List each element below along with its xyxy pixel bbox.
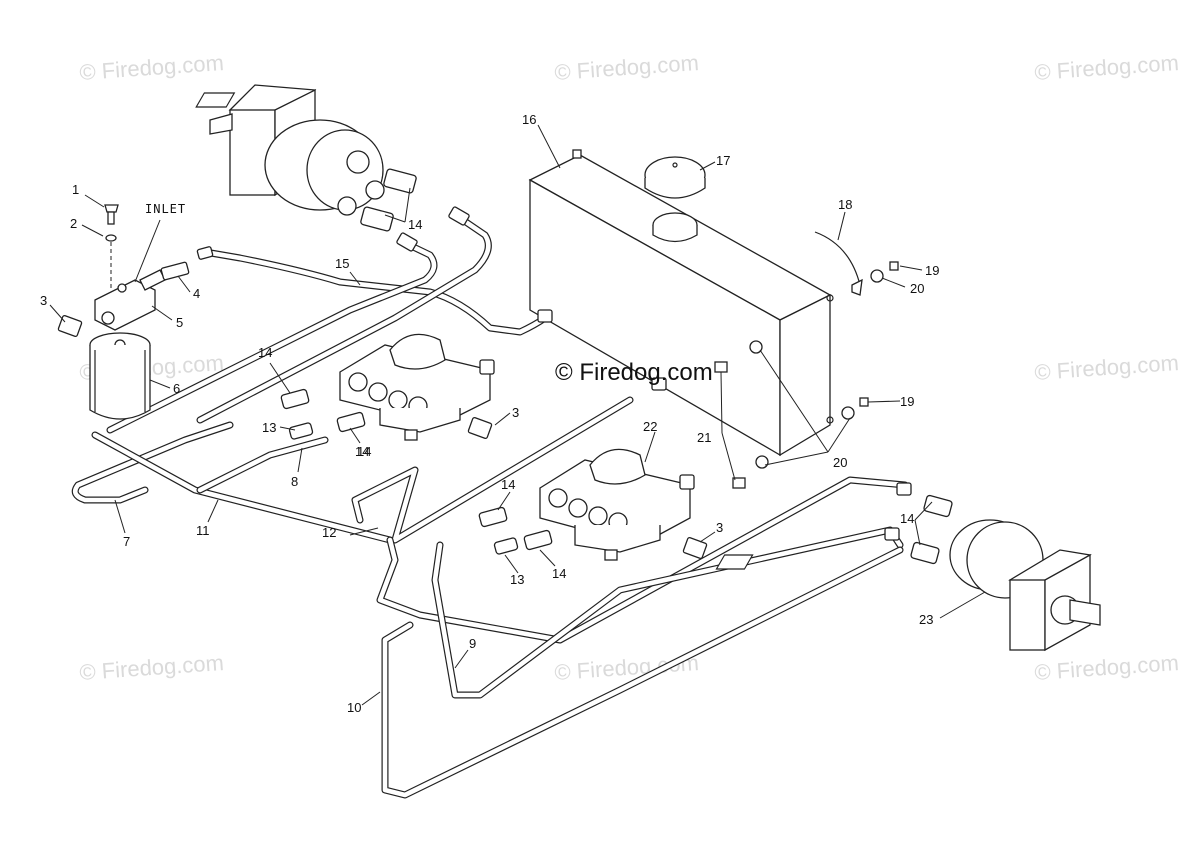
top-hydraulic-motor <box>195 84 385 216</box>
callout-14: 14 <box>501 477 515 492</box>
callout-13: 13 <box>510 572 524 587</box>
callout-22: 22 <box>643 419 657 434</box>
callout-17: 17 <box>716 153 730 168</box>
valve-fittings <box>280 388 708 560</box>
callout-14: 14 <box>900 511 914 526</box>
watermark: © Firedog.com <box>1034 350 1180 385</box>
callout-4: 4 <box>193 286 200 301</box>
callout-13: 13 <box>262 420 276 435</box>
center-watermark: © Firedog.com <box>555 359 713 386</box>
control-valve-upper <box>339 333 495 441</box>
callout-labels: 1 2 3 4 5 6 7 8 11 13 14 14 14 15 14 12 … <box>40 112 939 715</box>
callout-18: 18 <box>838 197 852 212</box>
watermark: © Firedog.com <box>554 50 700 85</box>
callout-23: 23 <box>919 612 933 627</box>
callout-8: 8 <box>291 474 298 489</box>
callout-leaders <box>49 124 986 706</box>
callout-14: 14 <box>258 345 272 360</box>
callout-2: 2 <box>70 216 77 231</box>
callout-6: 6 <box>173 381 180 396</box>
callout-12: 12 <box>322 525 336 540</box>
callout-15: 15 <box>335 256 349 271</box>
hydraulic-line <box>201 248 549 336</box>
watermark: © Firedog.com <box>79 650 225 685</box>
inlet-label: INLET <box>145 202 186 216</box>
hydraulic-line <box>91 431 394 544</box>
callout-14: 14 <box>357 444 371 459</box>
callout-20: 20 <box>833 455 847 470</box>
callout-9: 9 <box>469 636 476 651</box>
callout-20: 20 <box>910 281 924 296</box>
callout-14: 14 <box>552 566 566 581</box>
watermark: © Firedog.com <box>1034 50 1180 85</box>
callout-5: 5 <box>176 315 183 330</box>
callout-1: 1 <box>72 182 79 197</box>
hydraulic-tank <box>528 149 899 489</box>
callout-21: 21 <box>697 430 711 445</box>
callout-14: 14 <box>355 444 369 459</box>
callout-3: 3 <box>716 520 723 535</box>
callout-14: 14 <box>408 217 422 232</box>
callout-10: 10 <box>347 700 361 715</box>
filter-assembly <box>57 204 214 420</box>
fitting-14-top <box>360 168 470 252</box>
right-hydraulic-motor <box>715 482 1101 652</box>
callout-11: 11 <box>196 523 210 538</box>
callout-7: 7 <box>123 534 130 549</box>
watermark-layer: © Firedog.com © Firedog.com © Firedog.co… <box>79 50 1180 685</box>
callout-3: 3 <box>512 405 519 420</box>
control-valve-lower <box>539 448 695 561</box>
watermark: © Firedog.com <box>1034 650 1180 685</box>
watermark: © Firedog.com <box>79 50 225 85</box>
callout-19: 19 <box>900 394 914 409</box>
callout-3: 3 <box>40 293 47 308</box>
watermark: © Firedog.com <box>554 650 700 685</box>
callout-19: 19 <box>925 263 939 278</box>
callout-16: 16 <box>522 112 536 127</box>
